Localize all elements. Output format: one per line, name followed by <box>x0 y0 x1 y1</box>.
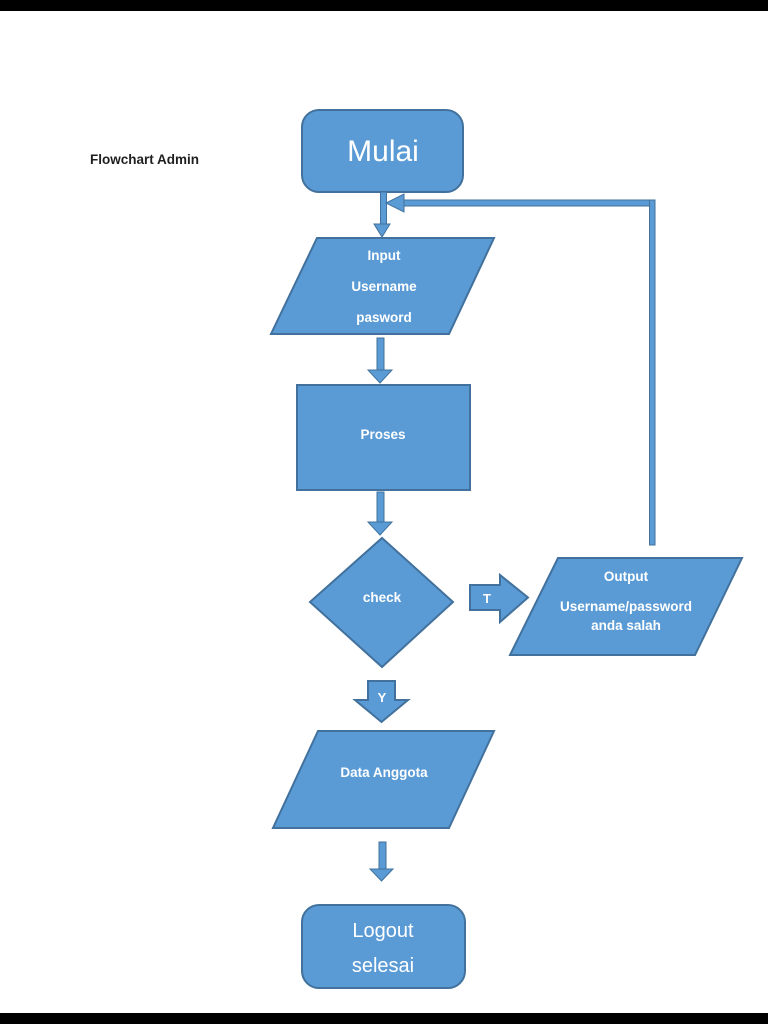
branch-true-label: T <box>483 591 491 606</box>
arrow-start-to-input <box>373 191 391 238</box>
end-node-line2: selesai <box>352 955 414 977</box>
process-node <box>296 384 471 491</box>
input-node-line1: Input <box>368 248 401 263</box>
data-anggota-node <box>271 730 496 829</box>
arrow-input-to-process <box>366 337 394 384</box>
data-anggota-node-label: Data Anggota <box>340 765 428 780</box>
arrow-decision-to-data: Y <box>352 680 411 724</box>
decision-node-label: check <box>363 590 402 605</box>
input-node-line3: pasword <box>356 310 412 325</box>
output-node-line3: anda salah <box>591 618 661 633</box>
output-node-line1: Output <box>604 569 649 584</box>
input-node <box>269 237 496 335</box>
input-node-line2: Username <box>351 279 417 294</box>
feedback-arrow <box>384 193 656 546</box>
arrow-data-to-end <box>368 841 395 882</box>
end-node-line1: Logout <box>352 920 414 942</box>
letterbox-top-bar <box>0 0 768 11</box>
arrow-process-to-decision <box>366 491 394 536</box>
output-node <box>508 557 744 656</box>
end-node <box>301 904 466 989</box>
page-title: Flowchart Admin <box>90 152 199 167</box>
start-node-label: Mulai <box>347 135 419 168</box>
process-node-label: Proses <box>360 427 405 442</box>
branch-yes-label: Y <box>378 690 387 705</box>
arrow-decision-to-output: T <box>469 572 530 625</box>
output-node-line2: Username/password <box>560 599 692 614</box>
decision-node <box>308 536 455 669</box>
letterbox-bottom-bar <box>0 1013 768 1024</box>
